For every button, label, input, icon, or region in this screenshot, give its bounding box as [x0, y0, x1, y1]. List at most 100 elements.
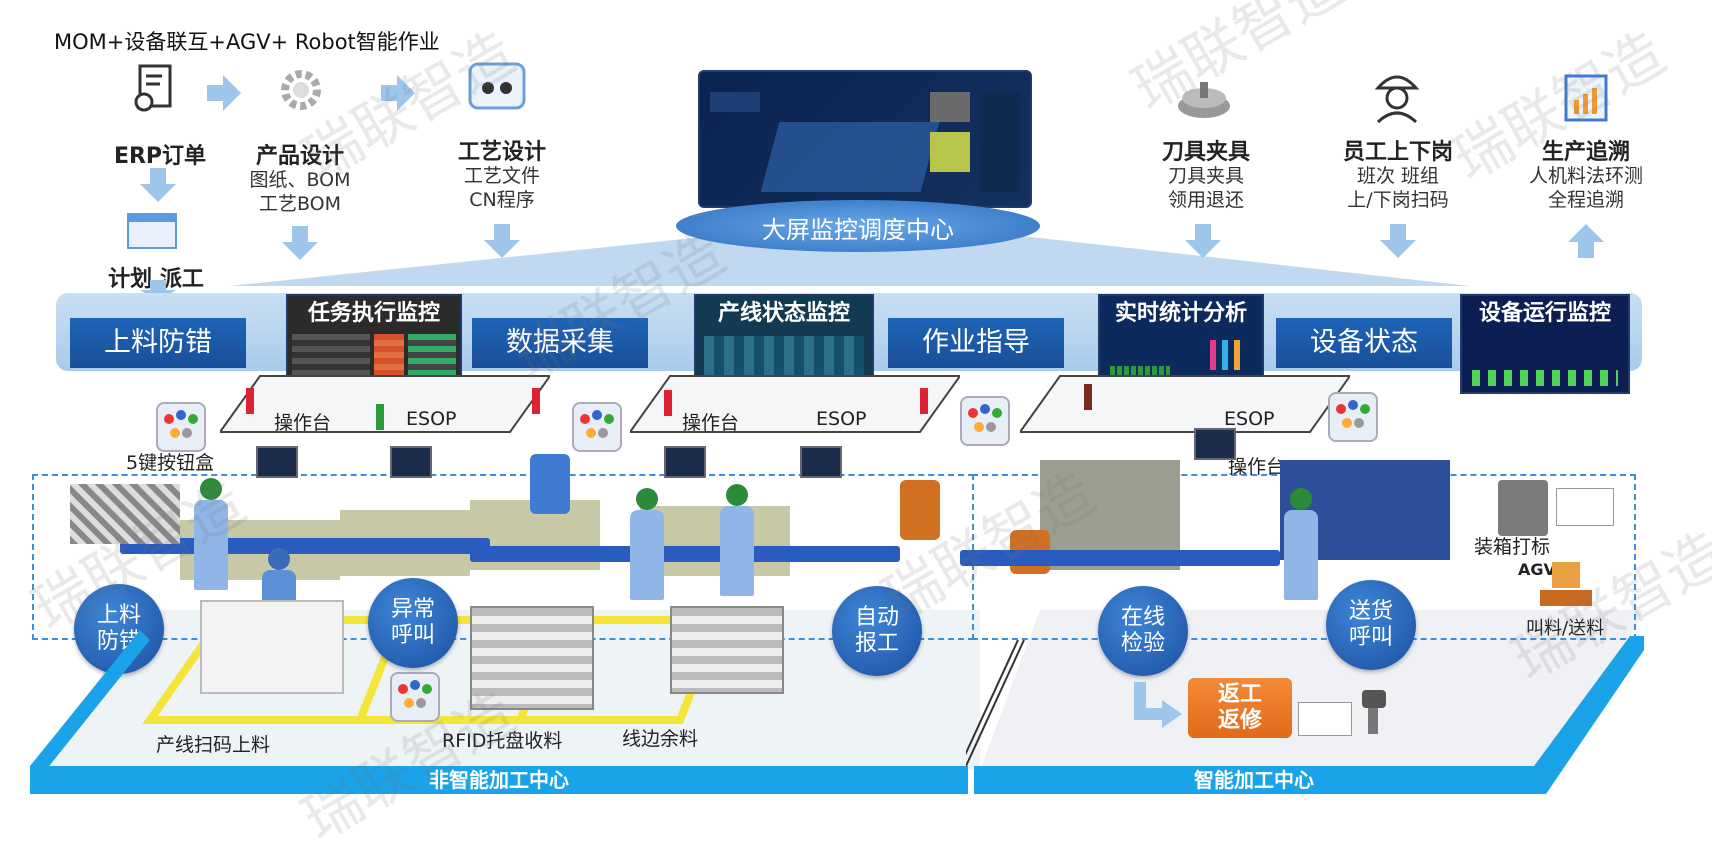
worker-figure	[720, 484, 754, 596]
conveyor	[960, 550, 1280, 566]
trace-sub1: 人机料法环测	[1528, 165, 1643, 187]
circle-label: 自动 报工	[854, 605, 899, 656]
circle-label: 送货 呼叫	[1348, 599, 1393, 650]
gear-icon	[273, 62, 329, 118]
worker-helmet-icon	[1370, 66, 1424, 124]
erp-order-icon	[130, 62, 182, 114]
barcode-label-icon	[1298, 702, 1352, 736]
big-screen-image	[698, 70, 1032, 208]
signal-light-icon	[376, 404, 384, 430]
arrow-down-icon	[484, 224, 520, 258]
erp-order-title: ERP订单	[113, 144, 207, 169]
staff-sub2: 上/下岗扫码	[1347, 189, 1449, 211]
band-item-equipment-status: 设备状态	[1276, 318, 1452, 368]
band-item-work-guide: 作业指导	[888, 318, 1064, 368]
arrow-down-icon	[282, 226, 318, 260]
esop-label-2: ESOP	[816, 408, 867, 430]
band-item-data-collection: 数据采集	[472, 318, 648, 368]
conveyor	[470, 546, 900, 562]
five-key-button-box-icon	[390, 672, 440, 722]
line-monitor-title: 产线状态监控	[717, 301, 850, 326]
agv-label: AGV	[1518, 560, 1556, 579]
process-design-sub2: CN程序	[469, 189, 535, 211]
smart-center-label: 智能加工中心	[1194, 768, 1314, 792]
bottom-bar-left-edge	[30, 630, 150, 794]
call-material-label: 叫料/送料	[1526, 618, 1605, 639]
equipment-monitor-title: 设备运行监控	[1478, 301, 1611, 326]
trace-title: 生产追溯	[1541, 140, 1630, 165]
circle-delivery-call: 送货 呼叫	[1326, 580, 1416, 670]
rework-label: 返工 返修	[1217, 682, 1262, 733]
process-design-title: 工艺设计	[457, 140, 546, 165]
tool-fixture-icon	[1174, 76, 1234, 124]
signal-light-icon	[1084, 384, 1092, 410]
robot-arm-icon	[530, 454, 570, 514]
rework-button: 返工 返修	[1188, 678, 1292, 738]
arrow-right-icon	[207, 75, 241, 111]
worker-figure	[630, 488, 664, 600]
esop-label-1: ESOP	[406, 408, 457, 430]
signal-light-icon	[246, 388, 254, 414]
five-key-button-box-icon	[960, 396, 1010, 446]
five-key-button-box-icon	[1328, 392, 1378, 442]
process-design-sub1: 工艺文件	[463, 165, 540, 187]
calendar-icon	[126, 210, 178, 250]
machine-tool	[640, 506, 790, 576]
line-side-label: 线边余料	[622, 728, 699, 750]
tooling-sub1: 刀具夹具	[1167, 165, 1244, 187]
bottom-bar-right-edge	[1534, 636, 1644, 794]
trace-sub2: 全程追溯	[1547, 189, 1624, 211]
barcode-scanner-icon	[1358, 688, 1390, 736]
five-key-button-box-icon	[156, 402, 206, 452]
agv-icon	[1536, 560, 1596, 612]
tooling-title: 刀具夹具	[1161, 140, 1250, 165]
barcode-label-icon	[1556, 488, 1614, 526]
robot-arm-icon	[900, 480, 940, 540]
tooling-sub2: 领用退还	[1167, 189, 1244, 211]
arrow-down-icon	[1185, 224, 1221, 258]
circle-exception-call: 异常 呼叫	[368, 578, 458, 668]
circle-label: 异常 呼叫	[390, 597, 435, 648]
esop-monitor-icon	[800, 446, 842, 478]
monitor-center-ellipse	[676, 200, 1040, 252]
non-smart-center-label: 非智能加工中心	[429, 768, 569, 792]
arrow-down-icon	[1380, 224, 1416, 258]
esop-monitor-icon	[664, 446, 706, 478]
operator-desk-label-3: 操作台	[1228, 456, 1286, 478]
product-design-title: 产品设计	[255, 144, 344, 169]
product-design-sub1: 图纸、BOM	[249, 169, 351, 191]
workstation-shelf-3	[1018, 372, 1352, 436]
watermark: 瑞联智造	[1121, 0, 1356, 124]
equipment-monitor-panel: 设备运行监控	[1460, 294, 1630, 394]
workstation-shelf-1	[218, 372, 552, 436]
worker-figure	[194, 478, 228, 590]
signal-light-icon	[532, 388, 540, 414]
bottom-bar-right: 智能加工中心	[974, 766, 1534, 794]
operator-desk-label-2: 操作台	[682, 412, 740, 434]
task-monitor-title: 任务执行监控	[307, 301, 440, 326]
esop-monitor-icon	[390, 446, 432, 478]
page-title: MOM+设备联互+AGV+ Robot智能作业	[54, 30, 440, 54]
stats-title: 实时统计分析	[1114, 301, 1247, 326]
line-side-cart	[670, 606, 784, 694]
esop-monitor-icon	[256, 446, 298, 478]
button-box-label: 5键按钮盒	[126, 452, 215, 474]
trace-report-icon	[1562, 72, 1610, 124]
process-icon	[468, 62, 526, 110]
signal-light-icon	[920, 388, 928, 414]
material-boxes	[200, 600, 344, 694]
band-item-material-check: 上料防错	[70, 318, 246, 368]
staff-title: 员工上下岗	[1342, 140, 1453, 165]
packing-label: 装箱打标	[1474, 536, 1551, 558]
worker-figure	[1284, 488, 1318, 600]
arrow-up-icon	[1568, 224, 1604, 258]
rework-arrow-icon	[1134, 680, 1184, 728]
workstation-shelf-2	[628, 372, 962, 436]
arrow-down-icon	[140, 168, 176, 202]
divider-line	[959, 639, 1026, 770]
signal-light-icon	[664, 390, 672, 416]
rfid-pallet-cart	[470, 606, 594, 710]
circle-auto-report: 自动 报工	[832, 586, 922, 676]
five-key-button-box-icon	[572, 402, 622, 452]
product-design-sub2: 工艺BOM	[258, 193, 342, 215]
